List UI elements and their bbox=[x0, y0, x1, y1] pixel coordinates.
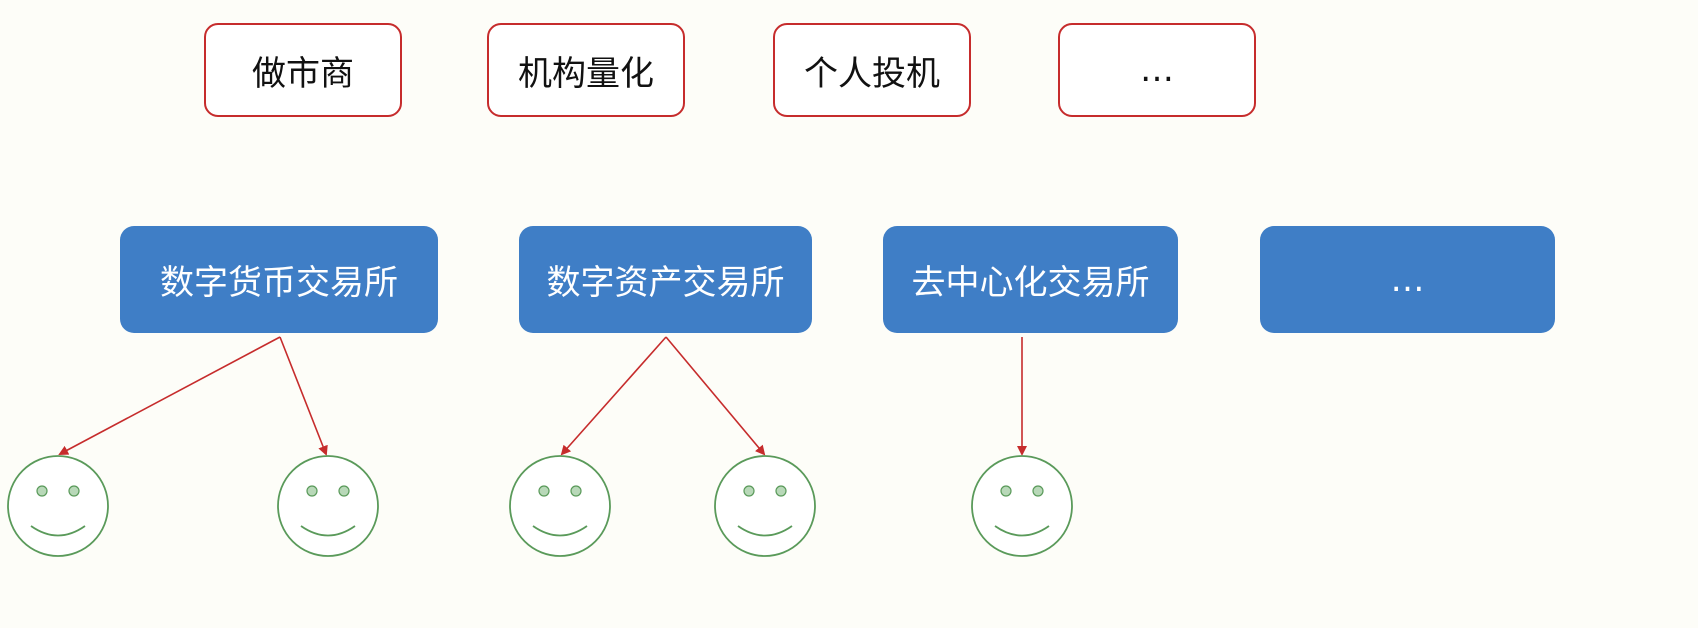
participant-institutional-quant: 机构量化 bbox=[487, 23, 685, 117]
arrow-exchange2-user3 bbox=[560, 336, 667, 456]
exchange-digital-currency: 数字货币交易所 bbox=[120, 226, 438, 333]
smiley-face-icon bbox=[714, 455, 816, 557]
smiley-face-icon bbox=[277, 455, 379, 557]
connector-arrows bbox=[58, 336, 1027, 456]
arrow-exchange1-user2 bbox=[279, 336, 328, 456]
smiley-face-icon bbox=[7, 455, 109, 557]
participant-more: … bbox=[1058, 23, 1256, 117]
smiley-face-icon bbox=[509, 455, 611, 557]
exchange-more: … bbox=[1260, 226, 1555, 333]
smiley-face-icon bbox=[971, 455, 1073, 557]
exchange-decentralized: 去中心化交易所 bbox=[883, 226, 1178, 333]
arrow-exchange1-user1 bbox=[58, 336, 281, 455]
arrow-exchange2-user4 bbox=[665, 336, 766, 456]
exchange-digital-asset: 数字资产交易所 bbox=[519, 226, 812, 333]
participant-market-maker: 做市商 bbox=[204, 23, 402, 117]
participant-retail-speculator: 个人投机 bbox=[773, 23, 971, 117]
